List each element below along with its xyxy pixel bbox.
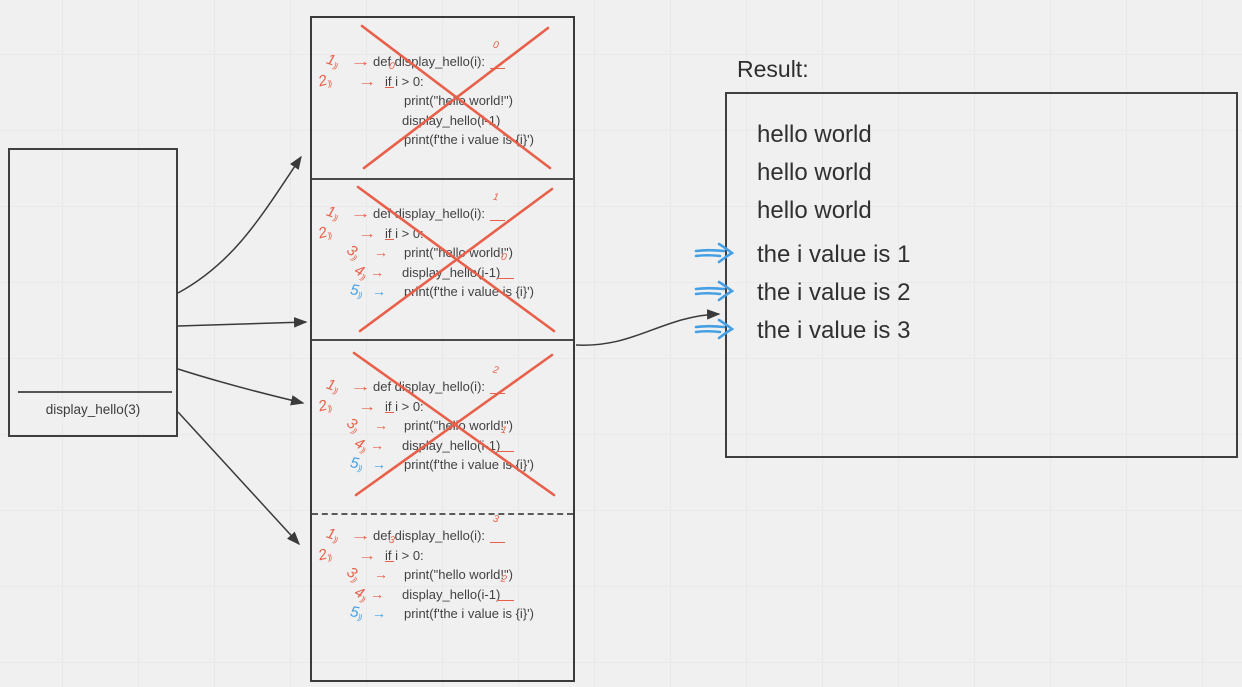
step-arrow-icon: → bbox=[350, 205, 371, 221]
code-line: display_hello(i-1) bbox=[402, 264, 501, 280]
output-line: hello world bbox=[757, 121, 872, 148]
crossed-out-mark bbox=[356, 185, 556, 333]
code-line: print("hello world!") bbox=[404, 567, 513, 582]
code-line: def display_hello(i): bbox=[373, 206, 486, 221]
crossed-out-mark bbox=[352, 351, 556, 497]
output-line: the i value is 3 bbox=[757, 317, 911, 344]
crossed-out-mark bbox=[360, 24, 552, 170]
code-line: def display_hello(i): bbox=[373, 528, 486, 543]
code-line: def display_hello(i): bbox=[373, 379, 486, 394]
output-line: the i value is 2 bbox=[757, 279, 911, 306]
red-underline bbox=[385, 87, 394, 88]
result-box[interactable]: hello world hello world hello world the … bbox=[725, 92, 1238, 458]
code-line: display_hello(i-1) bbox=[402, 112, 501, 128]
code-line: if i > 0: bbox=[385, 73, 424, 89]
red-underline bbox=[385, 561, 394, 562]
red-underline bbox=[490, 541, 505, 543]
red-underline bbox=[497, 451, 514, 452]
code-line: if i > 0: bbox=[385, 225, 424, 241]
arrow-stack-to-frame2 bbox=[177, 317, 308, 328]
red-underline bbox=[385, 412, 394, 413]
red-underline bbox=[385, 239, 394, 240]
red-underline bbox=[497, 278, 514, 279]
red-underline bbox=[497, 600, 514, 601]
step-number: 5 bbox=[348, 603, 363, 626]
step-arrow-icon: → bbox=[358, 546, 377, 563]
step-arrow-icon: → bbox=[372, 456, 386, 472]
arrow-stack-to-frame1 bbox=[177, 155, 302, 294]
i-value-note: 3 bbox=[491, 513, 500, 526]
code-line: def display_hello(i): bbox=[373, 54, 486, 69]
code-line: if i > 0: bbox=[385, 547, 424, 563]
step-arrow-icon: → bbox=[370, 436, 384, 453]
result-title: Result: bbox=[737, 56, 809, 82]
call-label: display_hello(3) bbox=[45, 402, 141, 417]
step-arrow-icon: → bbox=[358, 224, 377, 241]
step-arrow-icon: → bbox=[372, 605, 386, 621]
step-arrow-icon: → bbox=[374, 566, 388, 582]
stack-divider-line bbox=[18, 391, 172, 393]
step-arrow-icon: → bbox=[374, 417, 388, 433]
blue-highlight-arrow-icon bbox=[694, 318, 735, 340]
step-arrow-icon: → bbox=[370, 585, 384, 602]
code-line: print(f'the i value is {i}') bbox=[404, 457, 534, 472]
code-line: display_hello(i-1) bbox=[402, 437, 501, 453]
code-line: print(f'the i value is {i}') bbox=[404, 132, 534, 147]
output-line: hello world bbox=[757, 197, 872, 224]
call-frame-i-0[interactable]: 1→def display_hello(i): 2→if i > 0: prin… bbox=[312, 18, 573, 178]
step-arrow-icon: → bbox=[358, 397, 377, 414]
call-stack-box[interactable]: display_hello(3) bbox=[8, 148, 178, 437]
code-line: display_hello(i-1) bbox=[402, 586, 501, 602]
output-line: hello world bbox=[757, 159, 872, 186]
code-line: if i > 0: bbox=[385, 398, 424, 414]
recursion-frames-box[interactable]: 1→def display_hello(i): 2→if i > 0: prin… bbox=[310, 16, 575, 682]
call-frame-i-2[interactable]: 1→def display_hello(i): 2→if i > 0: 3→pr… bbox=[312, 339, 573, 513]
blue-highlight-arrow-icon bbox=[694, 280, 735, 302]
output-line: the i value is 1 bbox=[757, 241, 911, 268]
step-arrow-icon: → bbox=[370, 263, 384, 280]
arrow-stack-to-frame4 bbox=[177, 411, 301, 546]
blue-highlight-arrow-icon bbox=[694, 242, 735, 264]
call-frame-i-1[interactable]: 1→def display_hello(i): 2→if i > 0: 3→pr… bbox=[312, 178, 573, 339]
step-arrow-icon: → bbox=[372, 283, 386, 299]
arrow-stack-to-frame3 bbox=[177, 368, 305, 406]
step-arrow-icon: → bbox=[350, 527, 371, 543]
call-frame-i-3[interactable]: 1→def display_hello(i): 2→if i > 0: 3→pr… bbox=[312, 513, 573, 679]
step-arrow-icon: → bbox=[350, 378, 371, 394]
red-underline bbox=[490, 219, 505, 221]
step-arrow-icon: → bbox=[358, 72, 377, 89]
step-arrow-icon: → bbox=[350, 53, 371, 69]
code-line: print(f'the i value is {i}') bbox=[404, 606, 534, 621]
step-arrow-icon: → bbox=[374, 244, 388, 260]
code-line: print("hello world!") bbox=[404, 93, 513, 108]
